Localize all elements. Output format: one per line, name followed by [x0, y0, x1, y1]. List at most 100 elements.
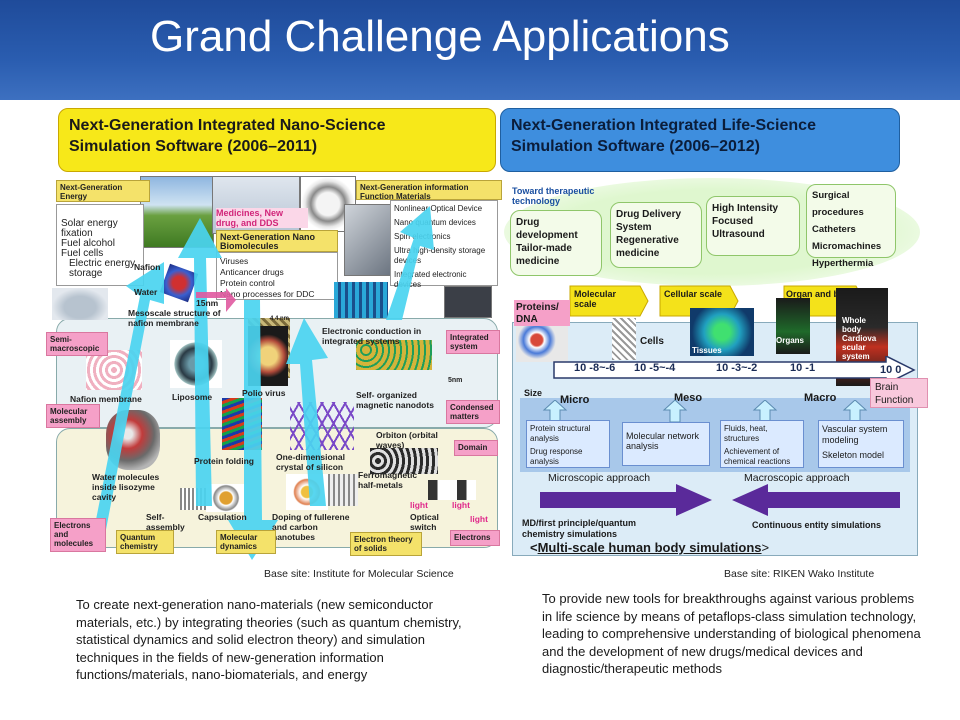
capsulation-label: Capsulation	[198, 512, 247, 522]
approach-network-item-1: Molecular network analysis	[626, 431, 700, 451]
nano-science-header: Next-Generation Integrated Nano-Science …	[58, 108, 496, 172]
info-materials-title: Next-Generation information Function Mat…	[356, 180, 502, 201]
nafion-membrane-image	[86, 350, 142, 390]
approach-fluids-item-1: Fluids, heat, structures	[724, 424, 768, 443]
scale-5nm-label: 5nm	[448, 377, 463, 384]
size-arrow	[553, 356, 916, 386]
tag-molecular-dynamics: Molecular dynamics	[216, 530, 276, 554]
grass-field-image	[140, 176, 214, 248]
energy-item-1: Solar energy fixation	[61, 218, 118, 239]
liposome-image	[170, 340, 222, 388]
light-label-2: light	[452, 500, 470, 510]
organs-image	[776, 298, 810, 354]
energy-item-2: Fuel alcohol	[61, 238, 115, 249]
nano-header-line1: Next-Generation Integrated Nano-Science	[69, 117, 386, 134]
energy-item-3: Fuel cells	[61, 248, 104, 259]
tag-integrated-system: Integrated system	[446, 330, 500, 354]
up-arrow-3	[752, 400, 778, 423]
capsulation-image	[206, 484, 246, 512]
scale-4nm-label: 4.4 nm	[270, 316, 290, 322]
life-description: To provide new tools for breakthroughs a…	[542, 591, 921, 676]
molecular-scale-label: Molecular scale	[574, 289, 617, 309]
multiscale-text: Multi-scale human body simulations	[537, 540, 762, 555]
silicon-crystal-image	[290, 402, 354, 450]
size-arrow-svg	[553, 356, 916, 386]
tissues-label: Tissues	[692, 346, 722, 355]
tag-molecular-assembly: Molecular assembly	[46, 404, 100, 428]
car-image	[52, 288, 108, 320]
slide-title: Grand Challenge Applications	[150, 12, 730, 61]
nano-base-site: Base site: Institute for Molecular Scien…	[264, 568, 454, 580]
multiscale-close: >	[761, 540, 770, 555]
nanotube-image	[328, 474, 358, 506]
tag-semi-macroscopic: Semi- macroscopic	[46, 332, 108, 356]
whole-body-label: Whole body Cardiova scular system	[842, 316, 877, 361]
nanodots-image	[356, 340, 432, 370]
orbiton-image	[370, 448, 438, 474]
polio-virus-label: Polio virus	[242, 388, 286, 398]
protein-folding-label: Protein folding	[194, 456, 254, 466]
approach-box-fluids: Fluids, heat, structures Achievement of …	[720, 420, 804, 468]
info-item-4: Ultra high-density storage devices	[394, 246, 486, 265]
nano-description: To create next-generation nano-materials…	[76, 597, 462, 682]
info-item-5: Integrated electronic devices	[394, 270, 467, 289]
tag-electrons: Electrons	[450, 530, 500, 546]
electronic-conduction-label: Electronic conduction in integrated syst…	[322, 326, 422, 346]
macro-label: Macro	[804, 392, 837, 404]
silicon-crystal-label: One-dimensional crystal of silicon	[276, 452, 345, 472]
scale-value-1: 10 -8~-6	[574, 362, 616, 374]
liposome-label: Liposome	[172, 392, 213, 402]
scale-value-2: 10 -5~-4	[634, 362, 676, 374]
proteins-dna-label: Proteins/ DNA	[514, 300, 570, 326]
drug-development-box: Drug development Tailor-made medicine	[510, 210, 602, 276]
tag-electrons-molecules: Electrons and molecules	[50, 518, 106, 552]
nafion-membrane-label: Nafion membrane	[70, 394, 142, 404]
surgical-item-4: Hyperthermia	[812, 258, 874, 269]
optical-switch-image	[428, 480, 476, 500]
biomolecules-item-3: Protein control	[220, 278, 275, 288]
approach-box-micro: Protein structural analysis Drug respons…	[526, 420, 610, 468]
energy-list: Solar energy fixation Fuel alcohol Fuel …	[56, 204, 144, 286]
scale-value-5: 10 0	[880, 364, 902, 376]
tag-domain: Domain	[454, 440, 498, 456]
doping-label: Doping of fullerene and carbon nanotubes	[272, 512, 350, 542]
nafion-cube-image	[159, 263, 199, 303]
energy-item-4: Electric energy storage	[69, 258, 136, 279]
title-bar	[0, 0, 960, 100]
biomolecules-item-1: Viruses	[220, 256, 249, 266]
energy-title: Next-Generation Energy	[56, 180, 150, 202]
biomolecules-title: Next-Generation Nano Biomolecules	[216, 230, 338, 252]
optical-switch-label: Optical switch	[410, 512, 439, 532]
brain-function-label: Brain Function	[870, 378, 928, 408]
cell-image	[612, 318, 636, 360]
hifu-box: High Intensity Focused Ultrasound	[706, 196, 800, 256]
surgical-item-3: Micromachines	[812, 241, 882, 252]
approach-box-network: Molecular network analysis	[622, 422, 710, 466]
tag-condensed-matters: Condensed matters	[446, 400, 500, 424]
orbiton-label: Orbiton (orbital waves)	[376, 430, 438, 450]
light-label-1: light	[410, 500, 428, 510]
info-materials-list: Nonlinear Optical Device Nano quantum de…	[390, 200, 498, 289]
self-assembly-image	[180, 488, 206, 510]
size-label: Size	[524, 388, 543, 398]
mesoscale-label: Mesoscale structure of nafion membrane	[128, 308, 221, 328]
nafion-label: Nafion	[134, 262, 161, 272]
lysozyme-image	[106, 410, 160, 470]
nano-header-line2: Simulation Software (2006–2011)	[69, 138, 318, 155]
right-purple-arrow	[732, 484, 900, 516]
cells-label: Cells	[640, 336, 664, 347]
polio-virus-image	[248, 326, 288, 386]
self-organized-label: Self- organized magnetic nanodots	[356, 390, 434, 410]
approach-micro-item-1: Protein structural analysis	[530, 424, 591, 443]
multiscale-open: <	[530, 540, 538, 555]
fullerene-image	[286, 474, 328, 510]
approach-box-vascular: Vascular system modeling Skeleton model	[818, 420, 904, 468]
toward-therapeutic-label: Toward therapeutic technology	[512, 186, 595, 206]
biomolecules-item-4: Nano processes for DDC	[220, 289, 315, 299]
info-item-1: Nonlinear Optical Device	[394, 204, 483, 213]
left-purple-arrow	[540, 484, 712, 516]
light-label-3: light	[470, 514, 488, 524]
approach-arrows-svg	[542, 400, 868, 423]
scale-value-3: 10 -3~-2	[716, 362, 758, 374]
organs-label: Organs	[776, 336, 805, 345]
